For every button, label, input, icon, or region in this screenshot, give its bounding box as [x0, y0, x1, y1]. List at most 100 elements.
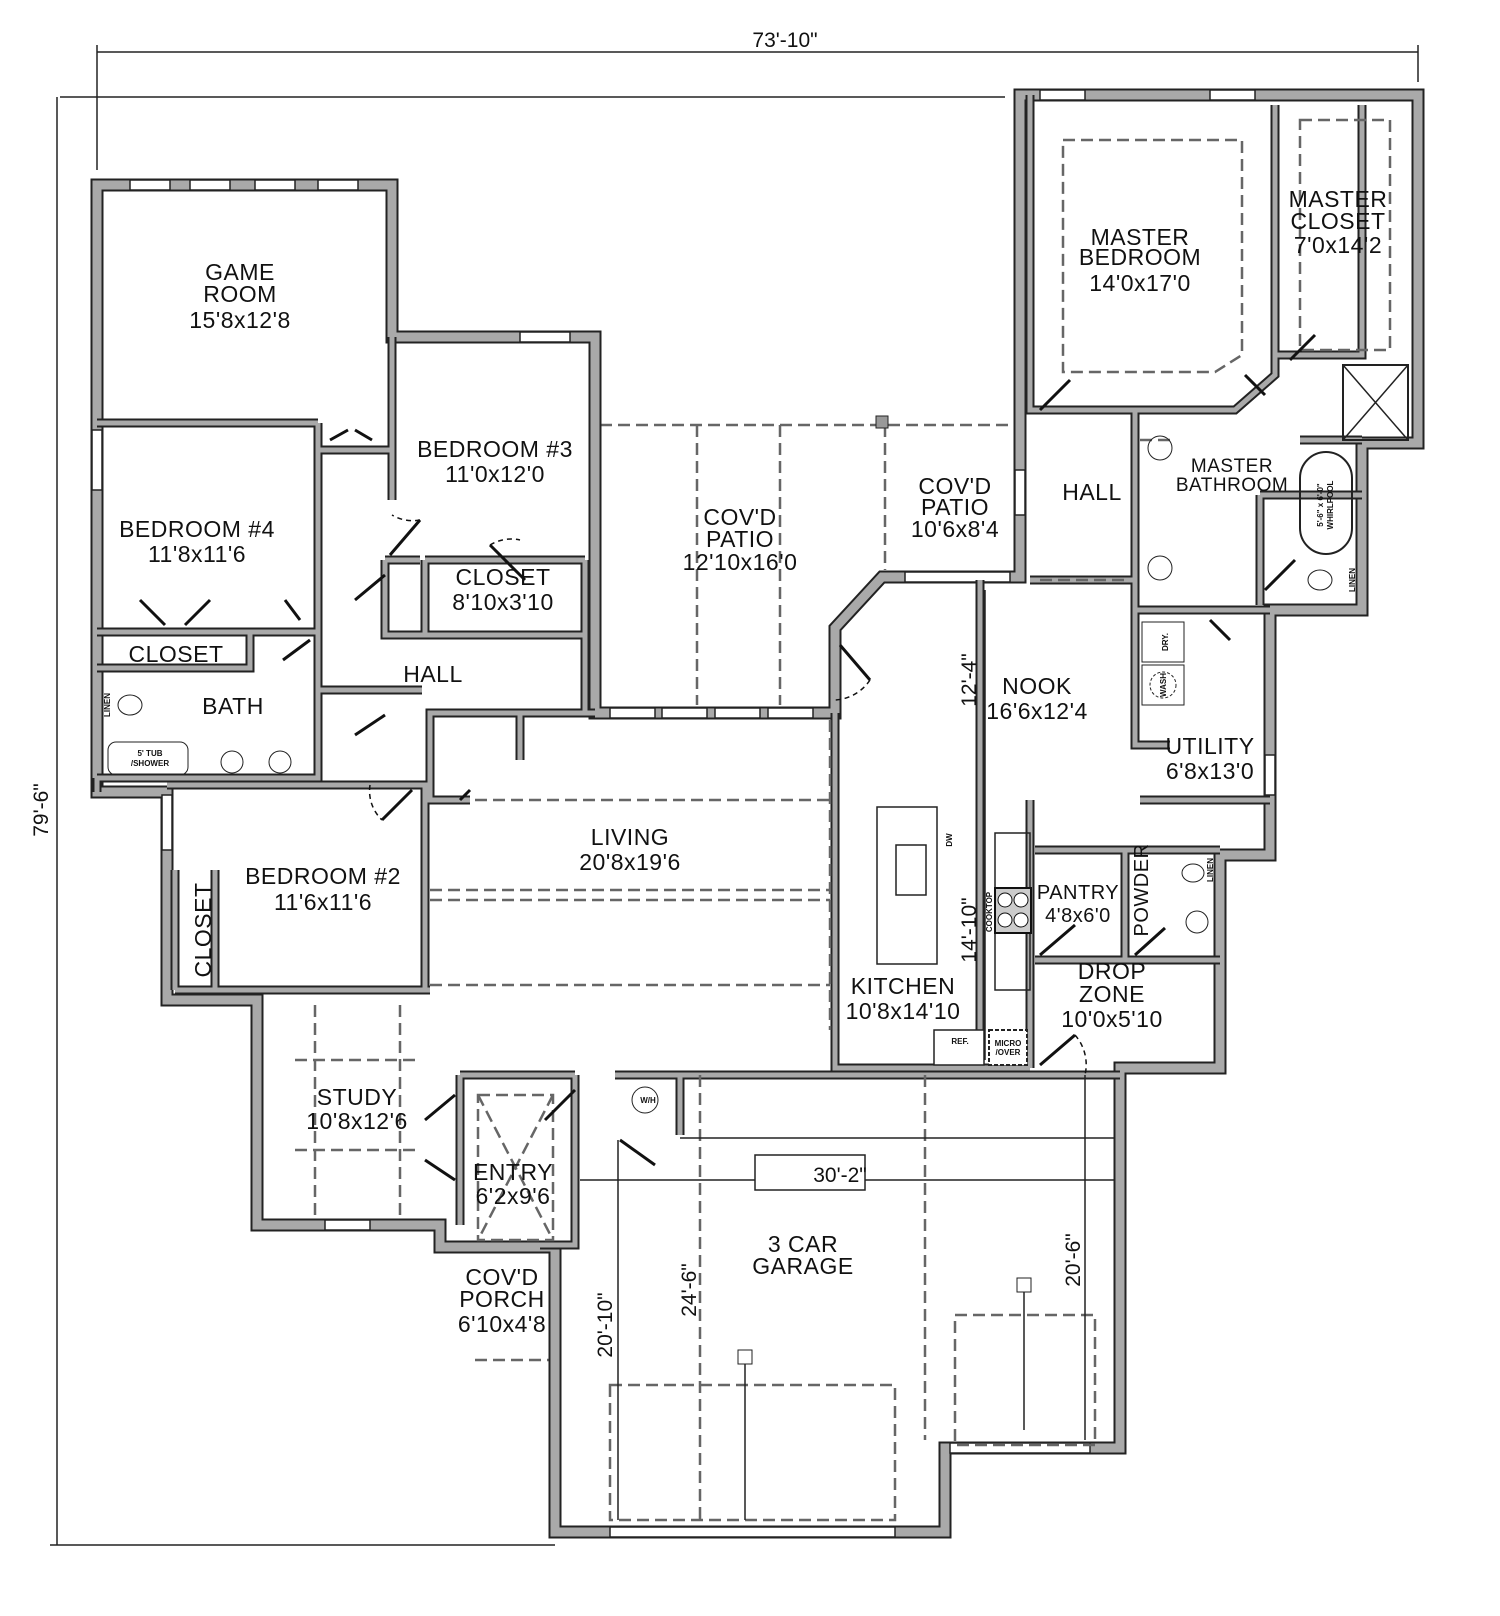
- study-size: 10'8x12'6: [306, 1108, 408, 1134]
- drop-zone-name-2: ZONE: [1079, 981, 1145, 1007]
- master-bathroom-name: MASTER: [1191, 456, 1273, 477]
- powder-name: POWDER: [1131, 844, 1153, 937]
- porch-name: COV'D: [465, 1264, 538, 1290]
- bath-name: BATH: [202, 693, 264, 719]
- interior-dimensions: 12'-4" 14'-10" 30'-2" 24'-6" 20'-10" 20'…: [594, 590, 1086, 1520]
- garage-depth-left-label: 20'-10": [594, 1292, 617, 1357]
- patio-main-name-2: PATIO: [706, 526, 774, 552]
- drop-zone-size: 10'0x5'10: [1061, 1006, 1163, 1032]
- garage-name-2: GARAGE: [752, 1253, 853, 1279]
- closet-hall-size: 8'10x3'10: [452, 589, 554, 615]
- water-heater-label: W/H: [640, 1096, 656, 1105]
- master-bedroom-name-2: BEDROOM: [1079, 244, 1201, 270]
- kitchen-fixtures: COOKTOP DW REF. MICRO /OVER: [876, 806, 1032, 1066]
- patio-side-name-2: PATIO: [921, 494, 989, 520]
- patio-side-name: COV'D: [918, 473, 991, 499]
- patio-main-size: 12'10x16'0: [683, 549, 798, 575]
- patio-main-name: COV'D: [703, 504, 776, 530]
- microwave-label-1: MICRO: [995, 1039, 1022, 1048]
- kitchen-depth-label: 14'-10": [958, 897, 981, 962]
- drop-zone-name: DROP: [1078, 958, 1146, 984]
- entry-size: 6'2x9'6: [476, 1183, 551, 1209]
- utility-size: 6'8x13'0: [1166, 758, 1254, 784]
- linen-label-master: LINEN: [1348, 568, 1357, 592]
- refrigerator-label: REF.: [951, 1037, 968, 1046]
- game-room-name-2: ROOM: [203, 281, 277, 307]
- bedroom2-name: BEDROOM #2: [245, 863, 401, 889]
- windows: [91, 89, 1276, 1538]
- bedroom4-name: BEDROOM #4: [119, 516, 275, 542]
- dishwasher-label: DW: [945, 833, 954, 847]
- utility-fixtures: DRY. WASH W/H: [631, 621, 1185, 1114]
- cooktop-icon: [994, 887, 1032, 934]
- tub-label-2: /SHOWER: [131, 759, 169, 768]
- master-closet-size: 7'0x14'2: [1294, 232, 1382, 258]
- pantry-size: 4'8x6'0: [1045, 905, 1111, 927]
- master-closet-name-2: CLOSET: [1290, 208, 1385, 234]
- garage-depth-right-label: 20'-6": [1062, 1233, 1085, 1287]
- kitchen-name: KITCHEN: [851, 973, 955, 999]
- tub-shower-icon: [107, 741, 189, 776]
- doors: [138, 333, 1317, 1182]
- overall-width-dimension: 73'-10": [60, 25, 1419, 170]
- hall-left-name: HALL: [403, 661, 463, 687]
- bedroom3-name: BEDROOM #3: [417, 436, 573, 462]
- bedroom2-size: 11'6x11'6: [274, 889, 372, 915]
- bedroom3-size: 11'0x12'0: [445, 461, 545, 487]
- patio-outline: [475, 415, 1020, 1362]
- refrigerator-icon: [933, 1029, 985, 1066]
- overall-depth-label: 79'-6": [30, 783, 53, 837]
- pantry-name: PANTRY: [1037, 882, 1119, 904]
- cooktop-label: COOKTOP: [985, 891, 994, 932]
- tub-label-1: 5' TUB: [137, 749, 162, 758]
- toilet-icon: [117, 694, 143, 716]
- living-name: LIVING: [591, 824, 669, 850]
- garage-name: 3 CAR: [768, 1231, 838, 1257]
- patio-side-size: 10'6x8'4: [911, 516, 999, 542]
- dryer-label: DRY.: [1161, 633, 1170, 651]
- sink-icon: [220, 750, 244, 774]
- master-closet-name: MASTER: [1289, 186, 1388, 212]
- sink-icon: [268, 750, 292, 774]
- hall-master-name: HALL: [1062, 479, 1122, 505]
- bedroom4-size: 11'8x11'6: [148, 541, 246, 567]
- washer-label: WASH: [1159, 673, 1168, 697]
- game-room-size: 15'8x12'8: [189, 307, 291, 333]
- study-name: STUDY: [317, 1084, 397, 1110]
- whirlpool-label-2: WHIRLPOOL: [1326, 480, 1335, 529]
- garage-depth-center-label: 24'-6": [678, 1263, 701, 1317]
- microwave-oven-icon: [988, 1029, 1028, 1066]
- sink-icon: [1147, 555, 1173, 581]
- nook-name: NOOK: [1002, 673, 1072, 699]
- bath-fixtures: 5' TUB /SHOWER LINEN 5'-6" x 6'-0" WHIRL…: [103, 435, 1357, 934]
- sink-icon: [1147, 435, 1173, 461]
- master-bedroom-size: 14'0x17'0: [1089, 270, 1191, 296]
- whirlpool-label-1: 5'-6" x 6'-0": [1316, 483, 1325, 527]
- porch-size: 6'10x4'8: [458, 1311, 546, 1337]
- garage-width-label: 30'-2": [813, 1164, 867, 1187]
- entry-name: ENTRY: [473, 1159, 553, 1185]
- living-size: 20'8x19'6: [579, 849, 681, 875]
- game-room-name: GAME: [205, 259, 275, 285]
- closet-bed4-name: CLOSET: [128, 641, 223, 667]
- kitchen-size: 10'8x14'10: [846, 998, 961, 1024]
- room-labels: GAME ROOM 15'8x12'8 BEDROOM #3 11'0x12'0…: [119, 186, 1387, 1337]
- washer-icon: [1149, 671, 1177, 699]
- microwave-label-2: /OVER: [996, 1048, 1021, 1057]
- water-heater-icon: [631, 1086, 659, 1114]
- master-bathroom-name-2: BATHROOM: [1176, 475, 1288, 496]
- porch-name-2: PORCH: [459, 1286, 545, 1312]
- closet-bed2-name: CLOSET: [190, 882, 216, 977]
- linen-label-bath: LINEN: [103, 693, 112, 717]
- toilet-icon: [1307, 569, 1333, 591]
- sink-icon: [1185, 910, 1209, 934]
- whirlpool-tub-icon: [1299, 451, 1353, 555]
- overall-width-label: 73'-10": [752, 29, 817, 52]
- toilet-icon: [1181, 863, 1205, 883]
- linen-label-powder: LINEN: [1206, 858, 1215, 882]
- closet-hall-name: CLOSET: [455, 564, 550, 590]
- master-bedroom-name: MASTER: [1091, 224, 1190, 250]
- nook-depth-label: 12'-4": [958, 653, 981, 707]
- utility-name: UTILITY: [1165, 733, 1254, 759]
- overall-depth-dimension: 79'-6": [30, 97, 555, 1546]
